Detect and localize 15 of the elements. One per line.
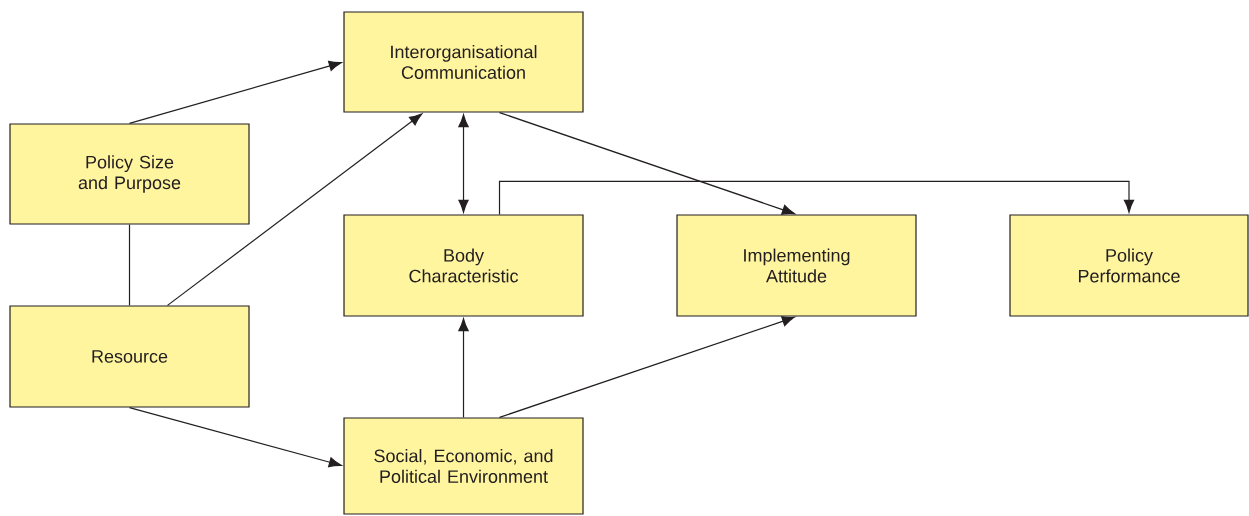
- process-box: Resource: [9, 305, 250, 408]
- arrow: [458, 114, 469, 213]
- arrow: [128, 407, 342, 468]
- process-box: Interorganisational Communication: [343, 11, 584, 113]
- arrow: [498, 316, 795, 418]
- arrow: [498, 180, 1135, 215]
- process-box: Policy Performance: [1009, 214, 1249, 317]
- arrow: [128, 60, 342, 124]
- arrow: [498, 112, 795, 215]
- arrow: [166, 113, 423, 306]
- arrow: [458, 318, 469, 418]
- process-box: Body Characteristic: [343, 214, 584, 317]
- process-box: Implementing Attitude: [676, 214, 917, 317]
- process-box: Social, Economic, and Political Environment: [343, 417, 584, 515]
- process-box: Policy Size and Purpose: [9, 123, 250, 225]
